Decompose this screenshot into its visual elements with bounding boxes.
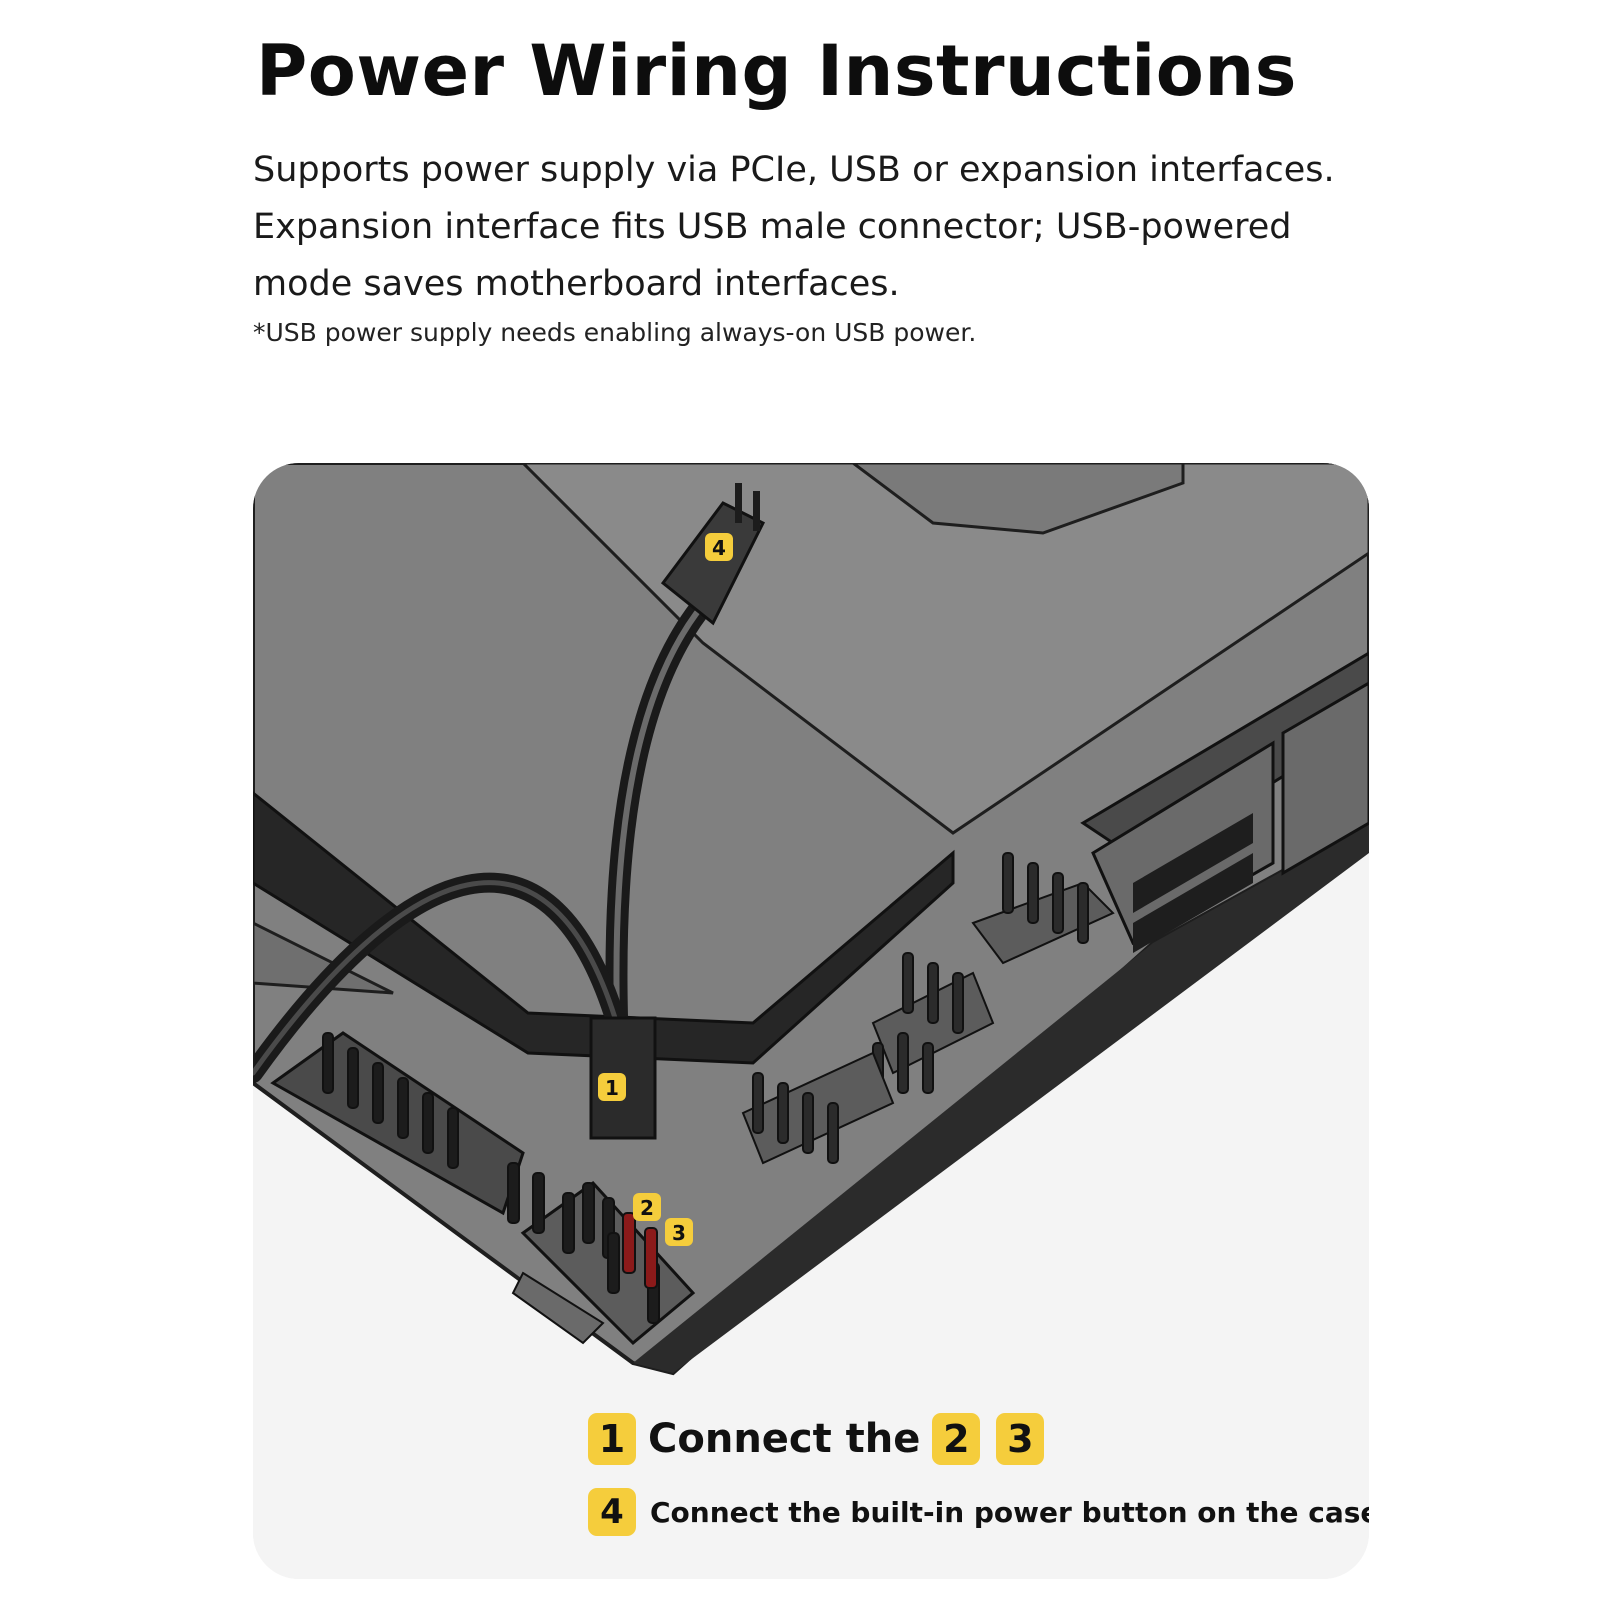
highlighted-pin-2 — [622, 1212, 636, 1274]
description-line-1: Supports power supply via PCIe, USB or e… — [253, 150, 1335, 190]
connector-4 — [660, 483, 766, 626]
page-title: Power Wiring Instructions — [256, 30, 1297, 112]
legend-row-2: 4 Connect the built-in power button on t… — [588, 1488, 1369, 1536]
legend-text-1: Connect the — [648, 1416, 921, 1462]
svg-text:1: 1 — [605, 1076, 619, 1100]
legend-row-1: 1 Connect the 2 3 — [588, 1413, 1045, 1465]
svg-text:4: 4 — [712, 536, 726, 560]
legend-text-2: Connect the built-in power button on the… — [650, 1495, 1369, 1529]
description-line-2: Expansion interface fits USB male connec… — [253, 207, 1292, 247]
legend-badge-1: 1 — [588, 1413, 636, 1465]
fan-headers-right — [741, 852, 1115, 1165]
legend-badge-4: 4 — [588, 1488, 636, 1536]
cooler-outline — [850, 463, 1185, 535]
description: Supports power supply via PCIe, USB or e… — [253, 142, 1373, 313]
badge-4: 4 — [705, 533, 733, 561]
highlighted-pin-3 — [644, 1227, 658, 1289]
description-line-3: mode saves motherboard interfaces. — [253, 264, 900, 304]
badge-2: 2 — [633, 1193, 661, 1221]
svg-text:3: 3 — [672, 1221, 686, 1245]
motherboard-illustration: 1 2 3 4 — [253, 463, 1369, 1579]
sata-ports — [1080, 651, 1369, 953]
footnote: *USB power supply needs enabling always-… — [253, 318, 977, 347]
front-panel-header — [507, 1162, 696, 1346]
badge-3: 3 — [665, 1218, 693, 1246]
legend-badge-3: 3 — [996, 1413, 1045, 1465]
wiring-diagram-panel: 1 2 3 4 1 Connect the 2 3 4 Connect the … — [253, 463, 1369, 1579]
legend-badge-2: 2 — [932, 1413, 981, 1465]
usb-header-left — [270, 1031, 525, 1216]
board-edge — [633, 823, 1369, 1373]
badge-1: 1 — [598, 1073, 626, 1101]
svg-text:2: 2 — [640, 1196, 654, 1220]
